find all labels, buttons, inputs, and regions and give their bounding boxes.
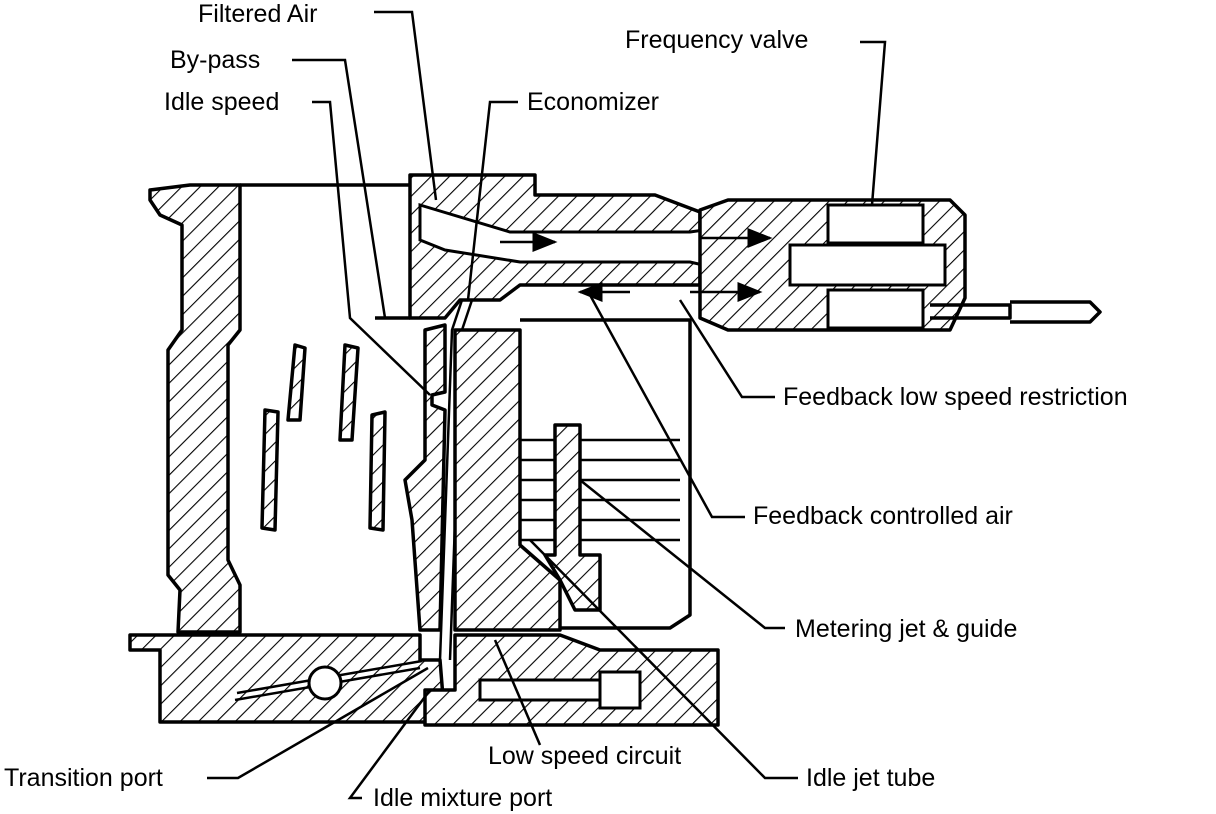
- label-frequency-valve: Frequency valve: [625, 26, 808, 54]
- leader-idle-mixture-port: [347, 689, 432, 800]
- label-feedback-low-speed-restriction: Feedback low speed restriction: [783, 383, 1128, 411]
- top-body-outline: [240, 183, 410, 320]
- leader-lines: [207, 10, 887, 800]
- venturi-blade-2: [338, 343, 360, 442]
- leader-feedback-low-speed: [678, 299, 775, 399]
- venturi-blade-1: [286, 343, 307, 422]
- float-bowl: [520, 318, 692, 630]
- label-feedback-controlled-air: Feedback controlled air: [753, 502, 1013, 530]
- left-wall: [148, 183, 242, 634]
- fuel-level-lines: [520, 438, 680, 542]
- leader-feedback-controlled-air: [588, 294, 745, 519]
- carburetor-body: [128, 173, 1102, 727]
- label-idle-speed: Idle speed: [164, 88, 279, 116]
- labels: Filtered Air By-pass Idle speed Economiz…: [4, 0, 1128, 812]
- leader-idle-jet-tube: [529, 539, 798, 780]
- label-low-speed-circuit: Low speed circuit: [488, 742, 681, 770]
- metering-jet: [543, 423, 602, 612]
- leader-economizer: [466, 100, 518, 301]
- leader-idle-speed: [312, 100, 431, 396]
- label-metering-jet-guide: Metering jet & guide: [795, 615, 1017, 643]
- throttle-shaft: [307, 665, 343, 701]
- solenoid-wire: [930, 300, 1102, 324]
- leader-transition-port: [207, 666, 429, 780]
- throat-wall: [403, 323, 447, 632]
- label-economizer: Economizer: [527, 88, 659, 116]
- venturi-blade-3: [260, 408, 280, 532]
- label-transition-port: Transition port: [4, 764, 163, 792]
- leader-low-speed-circuit: [493, 639, 542, 746]
- solenoid-coil-bottom: [826, 288, 925, 330]
- solenoid-coil-top: [826, 203, 925, 245]
- label-idle-jet-tube: Idle jet tube: [806, 764, 935, 792]
- leader-by-pass: [292, 58, 387, 319]
- venturi-blade-4: [368, 410, 387, 532]
- leader-filtered-air: [374, 10, 438, 201]
- solenoid-core: [788, 243, 947, 287]
- label-filtered-air: Filtered Air: [198, 0, 317, 28]
- base-plate: [128, 633, 447, 724]
- leader-frequency-valve: [860, 40, 887, 206]
- label-idle-mixture-port: Idle mixture port: [373, 784, 552, 812]
- label-by-pass: By-pass: [170, 46, 260, 74]
- leader-metering-jet: [579, 479, 785, 630]
